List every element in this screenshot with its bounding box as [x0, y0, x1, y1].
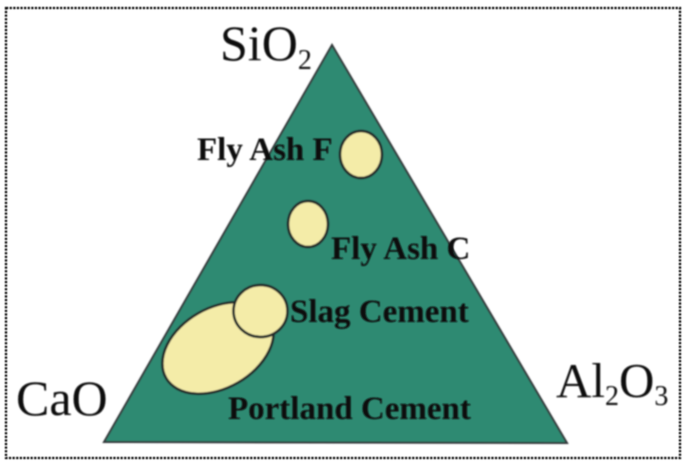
svg-text:Portland Cement: Portland Cement — [228, 391, 471, 427]
svg-text:SiO2: SiO2 — [220, 15, 312, 76]
svg-text:Fly Ash C: Fly Ash C — [331, 231, 470, 267]
svg-text:Fly Ash F: Fly Ash F — [197, 132, 333, 168]
svg-text:Al2O3: Al2O3 — [556, 353, 668, 412]
svg-text:CaO: CaO — [16, 370, 108, 426]
svg-text:Slag Cement: Slag Cement — [290, 294, 469, 330]
